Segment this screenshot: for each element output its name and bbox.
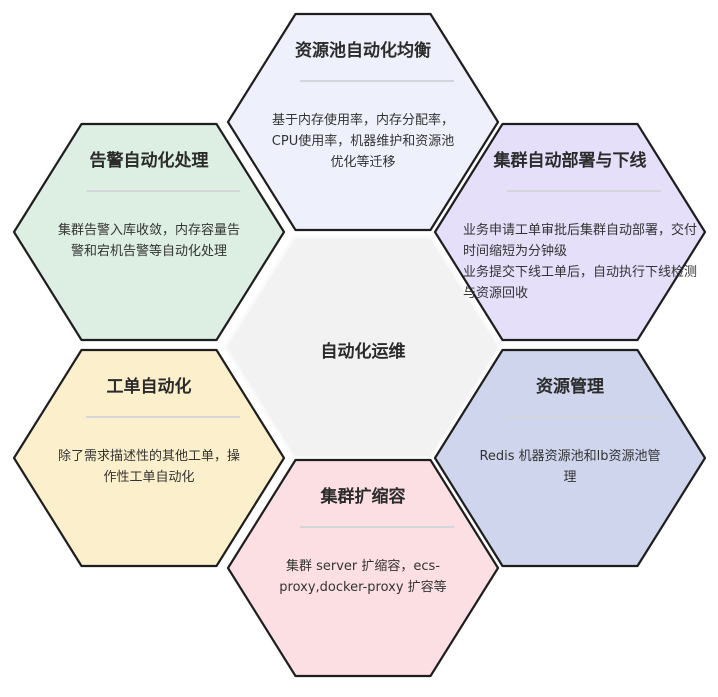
cell-divider <box>86 416 240 418</box>
cell-title: 告警自动化处理 <box>89 151 209 171</box>
cell-title: 工单自动化 <box>106 377 192 397</box>
cell-divider <box>507 190 661 192</box>
cell-divider <box>300 80 454 82</box>
cell-divider <box>507 416 661 418</box>
cell-body: Redis 机器资源池和lb资源池管理 <box>479 449 661 485</box>
center-title: 自动化运维 <box>320 342 406 362</box>
cell-upper-left: 告警自动化处理 集群告警入库收敛，内存容量告警和宕机告警等自动化处理 <box>14 124 284 340</box>
cell-title: 集群自动部署与下线 <box>493 151 647 171</box>
cell-body: 集群告警入库收敛，内存容量告警和宕机告警等自动化处理 <box>57 223 240 259</box>
hexagon-lower-left <box>12 348 286 568</box>
hexagon-top <box>226 12 500 232</box>
cell-body: 业务申请工单审批后集群自动部署，交付时间缩短为分钟级 业务提交下线工单后，自动执… <box>463 223 698 301</box>
cell-body: 集群 server 扩缩容，ecs-proxy,docker-proxy 扩容等 <box>279 559 447 595</box>
cell-divider <box>300 526 454 528</box>
cell-bottom: 集群扩缩容 集群 server 扩缩容，ecs-proxy,docker-pro… <box>228 460 498 676</box>
cell-divider <box>86 190 240 192</box>
cell-lower-right: 资源管理 Redis 机器资源池和lb资源池管理 <box>435 350 705 566</box>
cell-title: 资源管理 <box>536 377 604 397</box>
hexagon-upper-right <box>433 122 707 342</box>
center-hexagon <box>223 235 502 460</box>
hexagon-bottom <box>226 458 500 678</box>
cell-body: 除了需求描述性的其他工单，操作性工单自动化 <box>57 449 240 485</box>
cell-lower-left: 工单自动化 除了需求描述性的其他工单，操作性工单自动化 <box>14 350 284 566</box>
hexagon-upper-left <box>12 122 286 342</box>
cell-title: 集群扩缩容 <box>320 487 406 507</box>
cell-upper-right: 集群自动部署与下线 业务申请工单审批后集群自动部署，交付时间缩短为分钟级 业务提… <box>435 124 705 340</box>
hexagon-lower-right <box>433 348 707 568</box>
cell-body: 基于内存使用率，内存分配率，CPU使用率，机器维护和资源池优化等迁移 <box>271 113 455 170</box>
cell-top: 资源池自动化均衡 基于内存使用率，内存分配率，CPU使用率，机器维护和资源池优化… <box>228 14 498 230</box>
cell-title: 资源池自动化均衡 <box>295 41 431 61</box>
